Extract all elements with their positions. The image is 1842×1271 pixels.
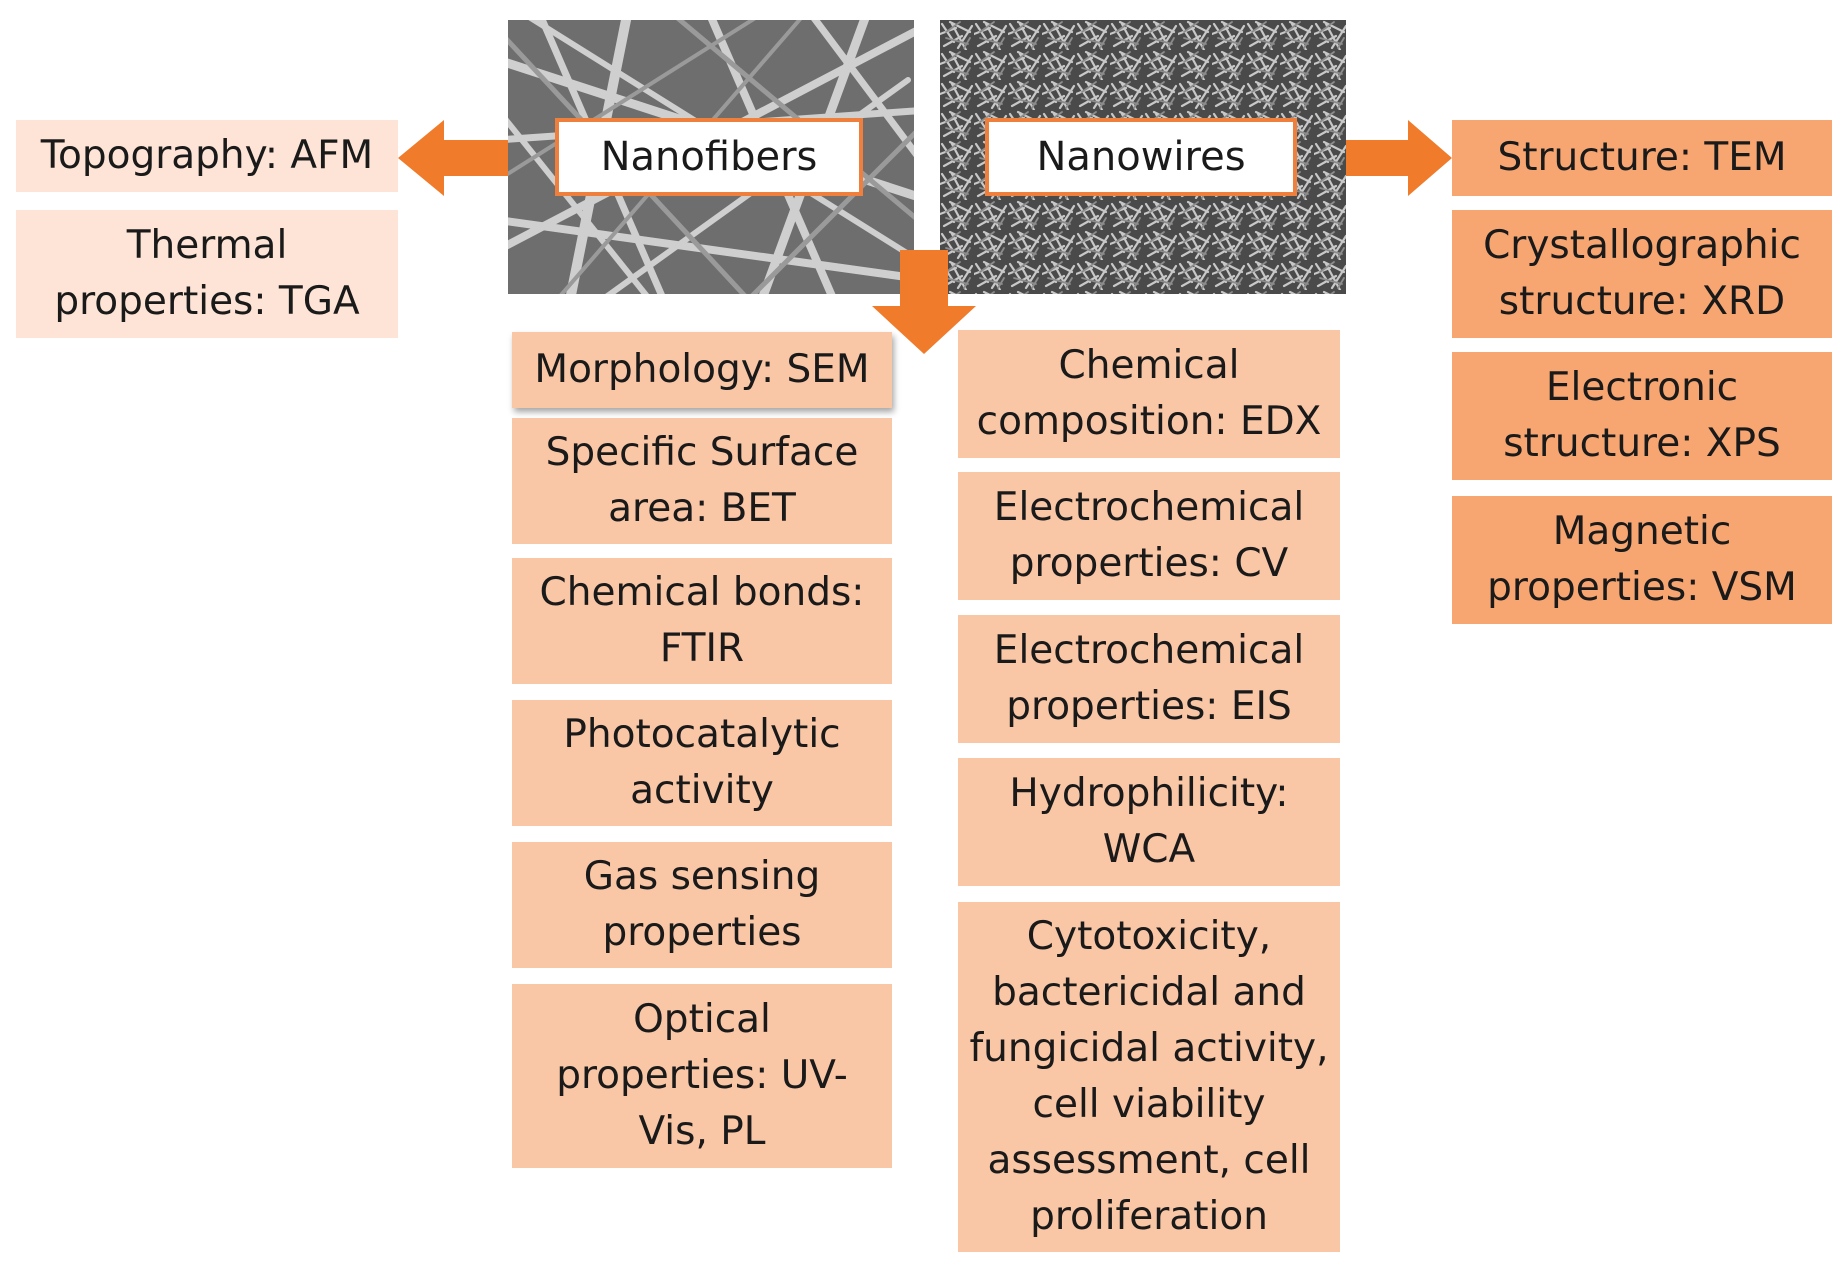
box-crystallographic-xrd: Crystallographic structure: XRD <box>1452 210 1832 338</box>
box-electronic-xps: Electronic structure: XPS <box>1452 352 1832 480</box>
arrow-left-icon <box>398 120 508 196</box>
box-topography-afm: Topography: AFM <box>16 120 398 192</box>
nanofibers-label: Nanofibers <box>555 118 863 196</box>
box-hydrophilicity-wca: Hydrophilicity: WCA <box>958 758 1340 886</box>
box-optical-uvvis-pl: Optical properties: UV- Vis, PL <box>512 984 892 1168</box>
box-structure-tem: Structure: TEM <box>1452 120 1832 196</box>
box-thermal-tga: Thermal properties: TGA <box>16 210 398 338</box>
box-chemical-bonds-ftir: Chemical bonds: FTIR <box>512 558 892 684</box>
box-cytotoxicity: Cytotoxicity, bactericidal and fungicida… <box>958 902 1340 1252</box>
box-electrochem-eis: Electrochemical properties: EIS <box>958 615 1340 743</box>
box-magnetic-vsm: Magnetic properties: VSM <box>1452 496 1832 624</box>
box-electrochem-cv: Electrochemical properties: CV <box>958 472 1340 600</box>
box-gas-sensing: Gas sensing properties <box>512 842 892 968</box>
box-morphology-sem: Morphology: SEM <box>512 332 892 408</box>
arrow-right-icon <box>1346 120 1452 196</box>
box-surface-bet: Specific Surface area: BET <box>512 418 892 544</box>
arrow-down-icon <box>872 250 976 354</box>
nanowires-label: Nanowires <box>985 118 1297 196</box>
box-chemical-edx: Chemical composition: EDX <box>958 330 1340 458</box>
box-photocatalytic: Photocatalytic activity <box>512 700 892 826</box>
